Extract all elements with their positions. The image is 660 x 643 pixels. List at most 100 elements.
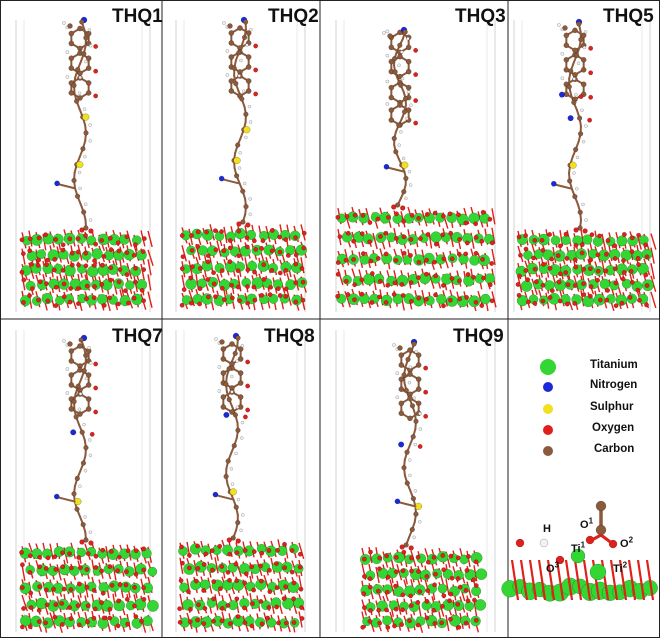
inset-label-ti1: Ti1	[571, 543, 585, 555]
oxygen-atom	[277, 235, 281, 239]
hydrogen-atom	[226, 73, 229, 76]
oxygen-atom	[196, 603, 200, 607]
oxygen-atom	[179, 578, 183, 582]
oxygen-atom	[564, 270, 568, 274]
oxygen-atom	[455, 602, 459, 606]
oxygen-atom	[68, 300, 72, 304]
oxygen-atom	[124, 569, 128, 573]
nitrogen-atom	[54, 494, 59, 499]
hydrogen-atom	[584, 125, 587, 128]
oxygen-atom	[126, 622, 130, 626]
hydrogen-atom	[418, 412, 421, 415]
oxygen-atom	[630, 249, 634, 253]
carbon-atom	[399, 352, 404, 357]
oxygen-atom	[259, 246, 263, 250]
oxygen-atom	[378, 234, 382, 238]
oxygen-atom	[352, 297, 356, 301]
oxygen-atom	[516, 282, 520, 286]
oxygen-atom	[474, 300, 478, 304]
oxygen-atom	[278, 250, 282, 254]
oxygen-atom	[423, 390, 427, 394]
carbon-atom	[86, 66, 91, 71]
oxygen-atom	[518, 253, 522, 257]
oxygen-atom	[108, 564, 112, 568]
carbon-atom	[581, 67, 586, 72]
carbon-atom	[406, 59, 411, 64]
oxygen-atom	[68, 237, 72, 241]
oxygen-atom	[394, 212, 398, 216]
oxygen-atom	[434, 242, 438, 246]
oxygen-atom	[245, 301, 249, 305]
oxygen-atom	[44, 566, 48, 570]
oxygen-atom	[466, 554, 470, 558]
oxygen-atom	[368, 550, 372, 554]
hydrogen-atom	[582, 140, 585, 143]
oxygen-atom	[300, 266, 304, 270]
oxygen-atom	[432, 260, 436, 264]
hydrogen-atom	[239, 151, 242, 154]
oxygen-atom	[76, 236, 80, 240]
oxygen-atom	[481, 276, 485, 280]
carbon-atom	[246, 54, 251, 59]
oxygen-atom	[37, 619, 41, 623]
carbon-atom	[410, 403, 415, 408]
carbon-atom	[389, 95, 394, 100]
carbon-atom	[411, 434, 416, 439]
oxygen-atom	[89, 541, 94, 546]
oxygen-atom	[100, 263, 104, 267]
nitrogen-atom	[384, 164, 389, 169]
oxygen-atom	[37, 236, 41, 240]
oxygen-atom	[99, 238, 103, 242]
oxygen-atom	[220, 619, 224, 623]
oxygen-atom	[409, 299, 413, 303]
oxygen-atom	[92, 284, 96, 288]
oxygen-atom	[346, 292, 350, 296]
hydrogen-atom	[540, 539, 548, 547]
oxygen-atom	[262, 277, 266, 281]
oxygen-atom	[595, 278, 599, 282]
panel-label-thq7: THQ7	[112, 326, 163, 348]
carbon-atom	[581, 82, 586, 87]
carbon-atom	[577, 116, 582, 121]
carbon-atom	[86, 90, 91, 95]
oxygen-atom	[474, 583, 478, 587]
hydrogen-atom	[408, 458, 411, 461]
oxygen-atom	[220, 286, 224, 290]
oxygen-atom	[386, 283, 390, 287]
oxygen-atom	[377, 621, 381, 625]
hydrogen-atom	[574, 93, 577, 96]
oxygen-atom	[449, 592, 453, 596]
oxygen-atom	[360, 278, 364, 282]
hydrogen-atom	[89, 219, 92, 222]
oxygen-atom	[630, 236, 634, 240]
oxygen-atom	[242, 581, 246, 585]
carbon-atom	[232, 443, 237, 448]
hydrogen-atom	[392, 343, 395, 346]
oxygen-atom	[292, 620, 296, 624]
oxygen-atom	[276, 286, 280, 290]
oxygen-atom	[376, 217, 380, 221]
oxygen-atom	[202, 621, 206, 625]
oxygen-atom	[604, 269, 608, 273]
oxygen-atom	[252, 285, 256, 289]
carbon-atom	[234, 173, 239, 178]
oxygen-atom	[206, 277, 210, 281]
carbon-atom	[77, 343, 82, 348]
oxygen-atom	[237, 254, 241, 258]
nitrogen-atom	[213, 492, 218, 497]
carbon-atom	[76, 384, 81, 389]
oxygen-atom	[76, 286, 80, 290]
oxygen-atom	[466, 599, 470, 603]
oxygen-atom	[336, 260, 340, 264]
carbon-atom	[229, 78, 234, 83]
oxygen-atom	[76, 301, 80, 305]
carbon-atom	[240, 189, 245, 194]
carbon-atom	[246, 64, 251, 69]
oxygen-atom	[474, 235, 478, 239]
carbon-atom	[574, 53, 579, 58]
oxygen-atom	[581, 267, 585, 271]
oxygen-atom	[76, 263, 80, 267]
oxygen-atom	[85, 567, 89, 571]
carbon-atom	[74, 99, 79, 104]
oxygen-atom	[614, 281, 618, 285]
